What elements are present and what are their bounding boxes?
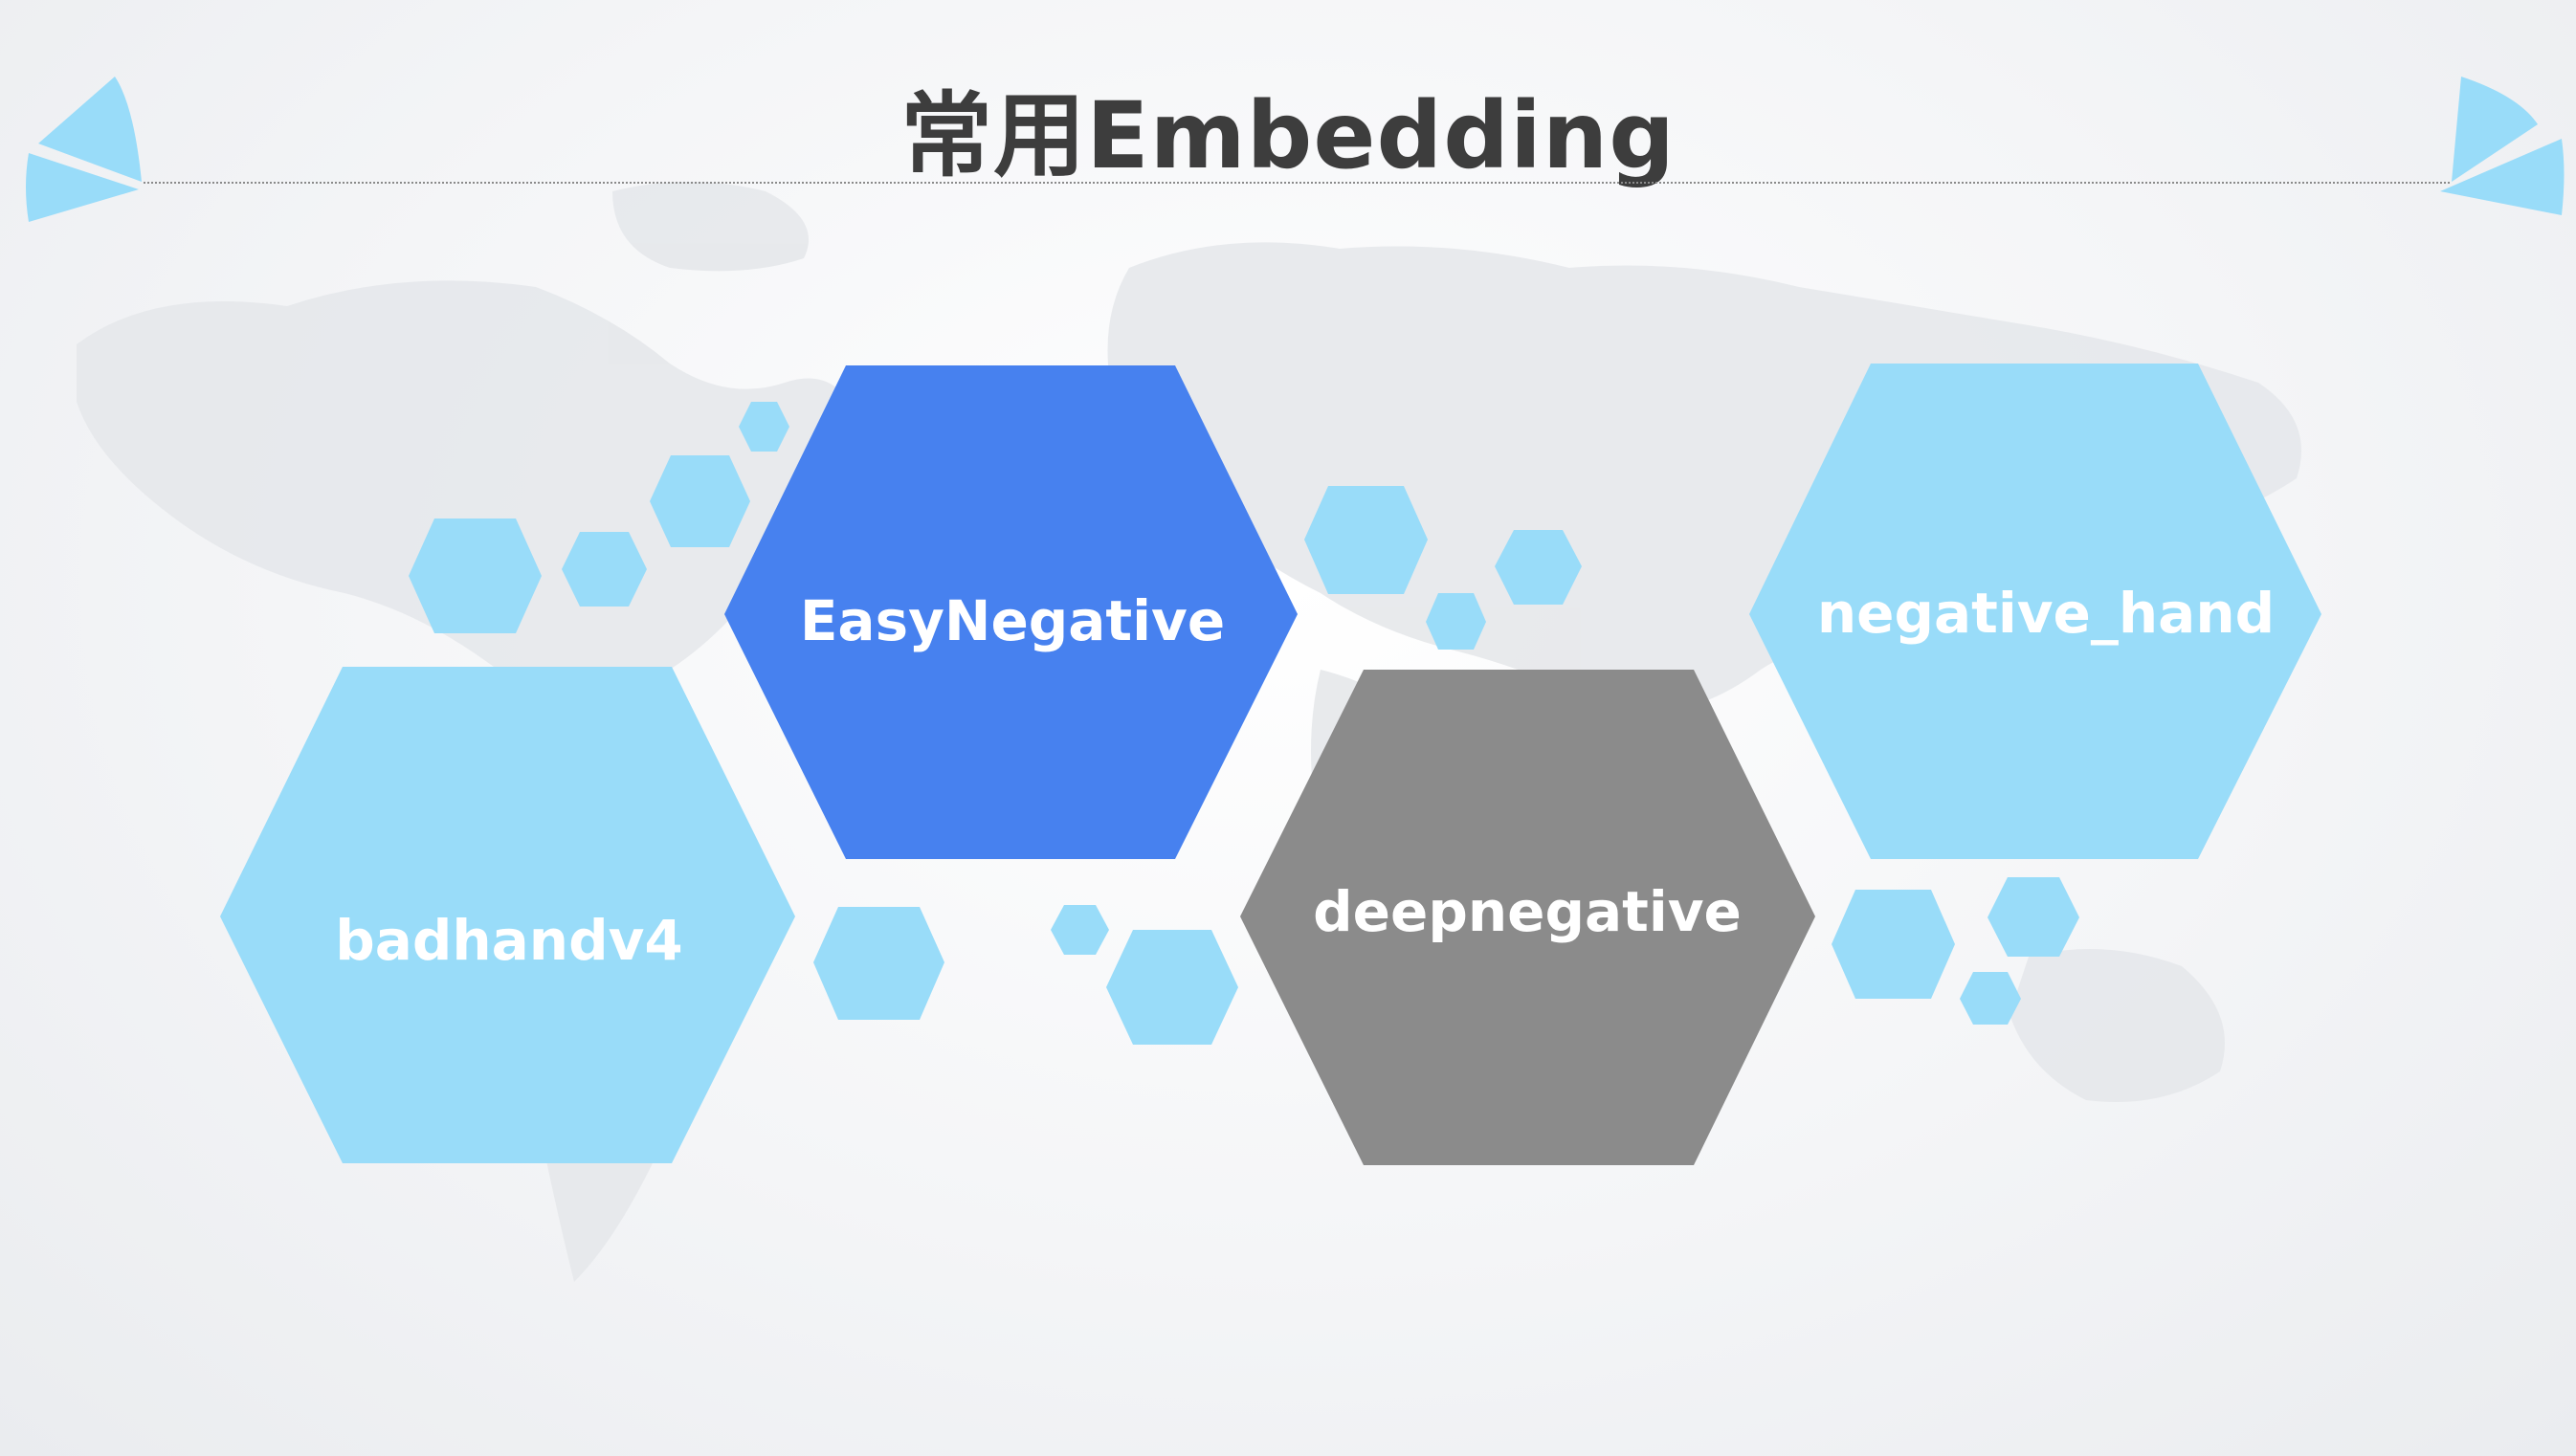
small-hexagon	[1495, 530, 1582, 605]
small-hexagon	[1051, 905, 1109, 955]
small-hexagon	[409, 518, 542, 633]
hexagon-label-deepnegative: deepnegative	[1313, 879, 1742, 944]
hexagon-label-badhandv4: badhandv4	[335, 908, 683, 973]
hexagon-label-negative-hand: negative_hand	[1816, 581, 2276, 646]
hexagon-badhandv4	[220, 667, 795, 1163]
small-hexagon	[739, 402, 789, 452]
page-title: 常用Embedding	[900, 82, 1676, 189]
small-hexagon	[650, 455, 750, 547]
hexagon-label-easynegative: EasyNegative	[799, 588, 1226, 653]
hexagon-negative-hand	[1749, 364, 2321, 859]
small-hexagon	[1988, 877, 2079, 957]
title-divider	[144, 182, 2450, 184]
small-hexagon	[1426, 593, 1486, 650]
corner-decoration-left	[26, 77, 142, 222]
small-hexagon	[1304, 486, 1428, 594]
hexagon-deepnegative	[1240, 670, 1815, 1165]
small-hexagon	[562, 532, 647, 607]
decorative-hexagons	[409, 402, 2079, 1045]
hexagon-easynegative	[724, 365, 1298, 859]
corner-decoration-right	[2440, 77, 2565, 215]
small-hexagon	[1832, 890, 1955, 999]
small-hexagon	[1960, 972, 2021, 1025]
small-hexagon	[1106, 930, 1238, 1045]
small-hexagon	[813, 907, 944, 1020]
